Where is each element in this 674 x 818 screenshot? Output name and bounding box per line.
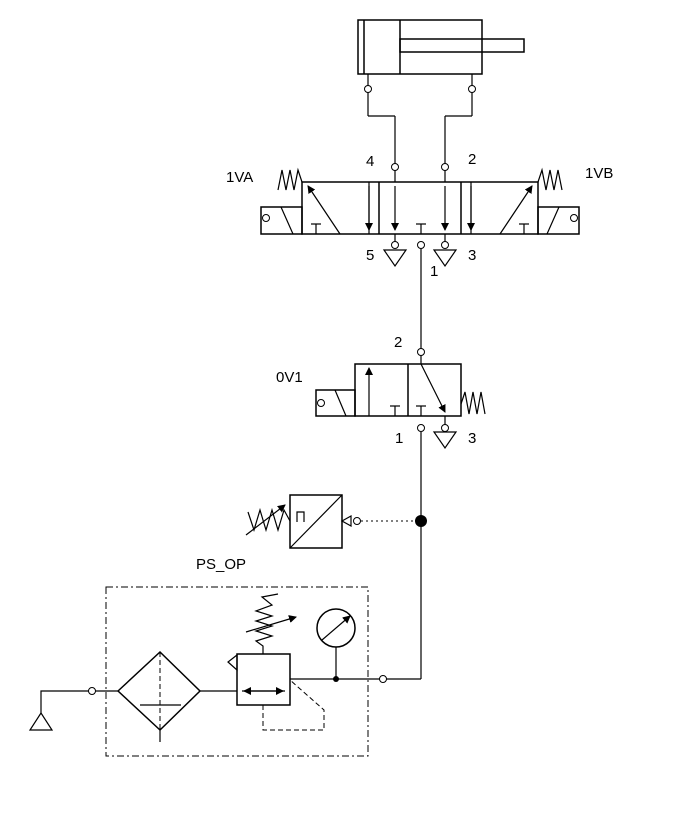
port-label-1-mid: 1 bbox=[395, 430, 403, 447]
port-label-2-top: 2 bbox=[468, 151, 476, 168]
shutoff-valve-3-2 bbox=[315, 348, 486, 450]
pressure-switch bbox=[245, 494, 415, 549]
port-label-3-top: 3 bbox=[468, 247, 476, 264]
service-unit bbox=[28, 586, 421, 757]
valve-label-1va: 1VA bbox=[226, 169, 253, 186]
port-label-3-mid: 3 bbox=[468, 430, 476, 447]
port-label-4: 4 bbox=[366, 153, 374, 170]
directional-valve-5-3 bbox=[260, 167, 580, 268]
pressure-switch-label: PS_OP bbox=[196, 556, 246, 573]
port-label-2-mid: 2 bbox=[394, 334, 402, 351]
valve-label-1vb: 1VB bbox=[585, 165, 613, 182]
port-label-1-top: 1 bbox=[430, 263, 438, 280]
junction-node bbox=[415, 515, 427, 527]
valve-label-0v1: 0V1 bbox=[276, 369, 303, 386]
double-acting-cylinder bbox=[357, 19, 525, 182]
port-label-5: 5 bbox=[366, 247, 374, 264]
